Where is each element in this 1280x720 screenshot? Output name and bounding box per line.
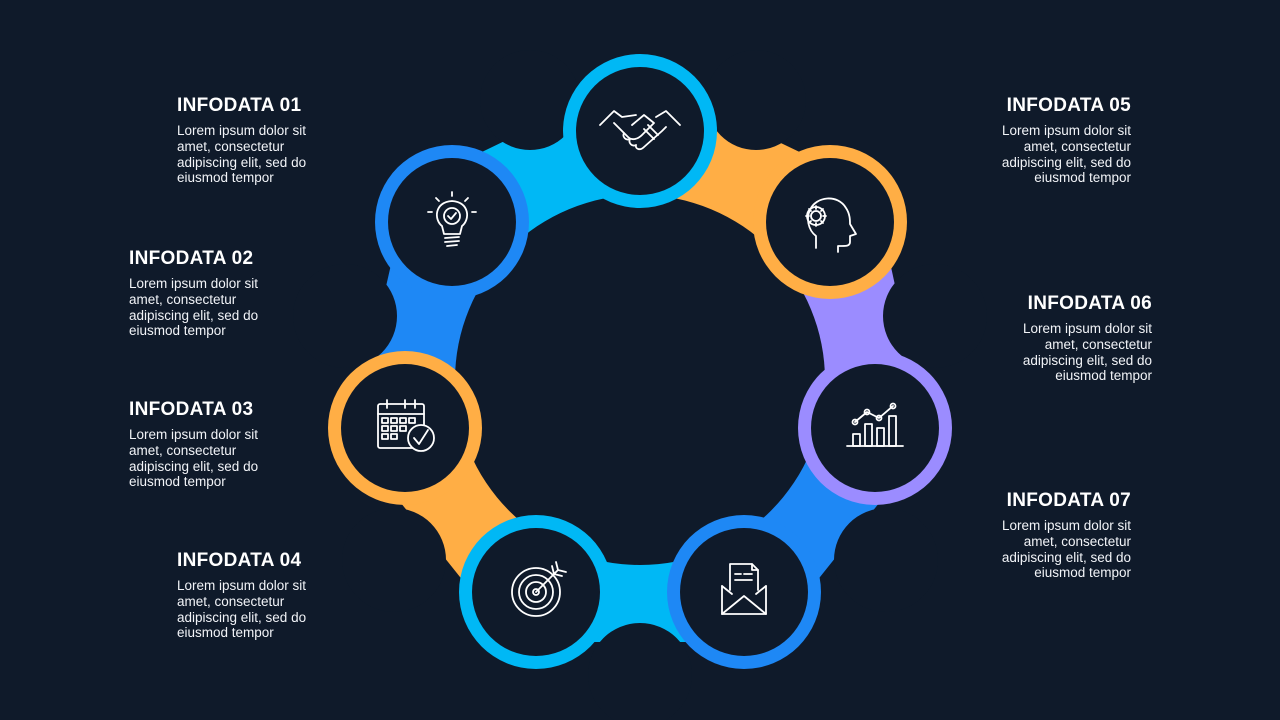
info-title-02: INFODATA 02 [129, 248, 254, 269]
info-text-03: Lorem ipsum dolor sit amet, consectetur … [129, 427, 259, 490]
info-block-05: INFODATA 05 Lorem ipsum dolor sit amet, … [951, 95, 1131, 186]
info-block-02: INFODATA 02 Lorem ipsum dolor sit amet, … [129, 248, 309, 339]
info-title-07: INFODATA 07 [1006, 490, 1131, 511]
info-text-07: Lorem ipsum dolor sit amet, consectetur … [1001, 518, 1131, 581]
info-title-03: INFODATA 03 [129, 399, 254, 420]
cutouts [293, 50, 987, 720]
info-text-05: Lorem ipsum dolor sit amet, consectetur … [1001, 123, 1131, 186]
head-gear-icon [805, 197, 857, 253]
target-icon [511, 561, 567, 617]
info-text-02: Lorem ipsum dolor sit amet, consectetur … [129, 276, 259, 339]
info-block-06: INFODATA 06 Lorem ipsum dolor sit amet, … [972, 293, 1152, 384]
mail-document-icon [721, 563, 767, 615]
lightbulb-icon [427, 191, 477, 247]
info-title-01: INFODATA 01 [177, 95, 302, 116]
info-block-01: INFODATA 01 Lorem ipsum dolor sit amet, … [177, 95, 357, 186]
handshake-icon [599, 110, 681, 151]
inner-hole [455, 195, 825, 565]
info-text-06: Lorem ipsum dolor sit amet, consectetur … [1022, 321, 1152, 384]
info-block-03: INFODATA 03 Lorem ipsum dolor sit amet, … [129, 399, 309, 490]
info-title-05: INFODATA 05 [1006, 95, 1131, 116]
info-text-04: Lorem ipsum dolor sit amet, consectetur … [177, 578, 307, 641]
info-block-07: INFODATA 07 Lorem ipsum dolor sit amet, … [951, 490, 1131, 581]
info-title-04: INFODATA 04 [177, 550, 302, 571]
info-text-01: Lorem ipsum dolor sit amet, consectetur … [177, 123, 307, 186]
calendar-check-icon [377, 399, 435, 452]
info-block-04: INFODATA 04 Lorem ipsum dolor sit amet, … [177, 550, 357, 641]
info-title-06: INFODATA 06 [1027, 293, 1152, 314]
bar-chart-icon [846, 402, 904, 447]
